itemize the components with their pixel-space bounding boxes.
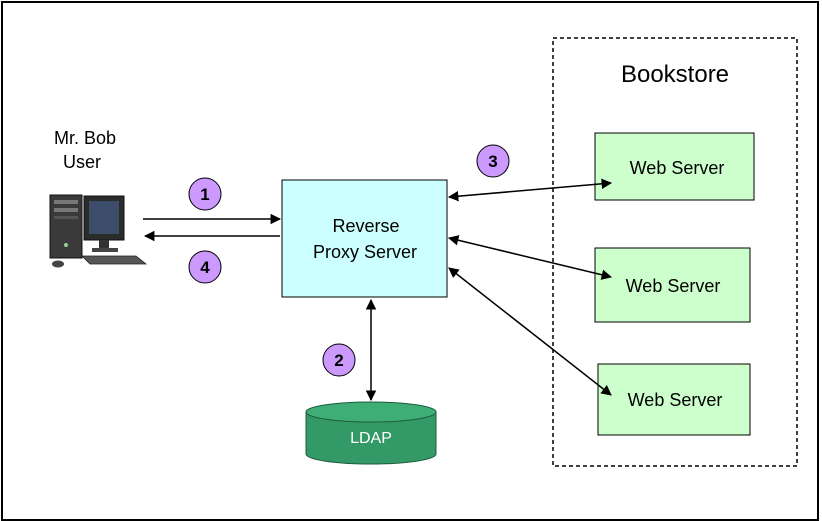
- bookstore-title: Bookstore: [621, 61, 729, 88]
- step-badge-1: 1: [188, 177, 222, 211]
- user-name: Mr. Bob: [54, 128, 116, 148]
- web-server-box-3: [597, 363, 751, 436]
- arrow-web-server-2: [447, 235, 613, 280]
- ldap-label: LDAP: [350, 430, 392, 447]
- user-role: User: [63, 152, 101, 172]
- web-server-label-3: Web Server: [628, 390, 723, 410]
- step-number-3: 3: [488, 152, 497, 171]
- diagram-canvas: Bookstore Mr. Bob User Reverse Proxy Ser…: [49, 37, 798, 467]
- step-number-2: 2: [334, 351, 343, 370]
- arrow-web-server-1: [447, 178, 613, 202]
- reverse-proxy-line2: Proxy Server: [313, 242, 417, 262]
- web-server-label-1: Web Server: [630, 158, 725, 178]
- web-server-box-2: [594, 247, 751, 323]
- step-badge-3: 3: [476, 144, 510, 178]
- desktop-computer-icon: [49, 194, 148, 268]
- ldap-database: [305, 401, 437, 465]
- reverse-proxy-line1: Reverse: [332, 216, 399, 236]
- arrow-web-server-3: [448, 267, 612, 396]
- web-server-box-1: [594, 132, 755, 201]
- step-badge-4: 4: [188, 250, 222, 284]
- web-server-label-2: Web Server: [626, 276, 721, 296]
- step-badge-2: 2: [322, 343, 356, 377]
- step-number-4: 4: [200, 258, 210, 277]
- step-number-1: 1: [200, 185, 209, 204]
- reverse-proxy-box: [281, 179, 448, 298]
